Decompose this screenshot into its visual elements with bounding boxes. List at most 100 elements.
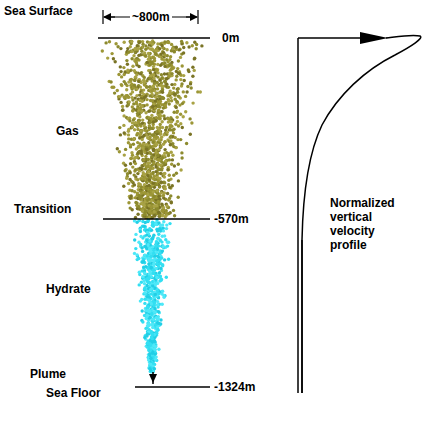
bubble-dot xyxy=(145,278,148,281)
bubble-dot xyxy=(118,95,121,98)
bubble-dot xyxy=(127,133,130,136)
bubble-dot xyxy=(139,243,142,246)
bubble-dot xyxy=(152,171,155,174)
bubble-dot xyxy=(149,250,152,253)
bubble-dot xyxy=(177,163,180,166)
bubble-dot xyxy=(152,318,155,321)
bubble-dot xyxy=(131,125,134,128)
bubble-dot xyxy=(133,78,136,81)
bubble-dot xyxy=(131,154,134,157)
bubble-dot xyxy=(138,283,141,286)
bubble-dot xyxy=(150,156,153,159)
bubble-dot xyxy=(177,179,180,182)
bubble-dot xyxy=(168,186,171,189)
bubble-dot xyxy=(135,253,138,256)
profile-arrow xyxy=(298,37,370,39)
bubble-dot xyxy=(136,112,139,115)
bubble-dot xyxy=(146,61,149,64)
bubble-dot xyxy=(165,276,168,279)
bubble-dot xyxy=(154,165,157,168)
bubble-dot xyxy=(170,200,173,203)
bubble-dot xyxy=(120,75,123,78)
bubble-dot xyxy=(132,138,135,141)
bubble-dot xyxy=(159,181,162,184)
bubble-dot xyxy=(189,133,192,136)
bubble-dot xyxy=(159,145,162,148)
bubble-dot xyxy=(161,214,164,217)
bubble-dot xyxy=(152,77,155,80)
transition-line xyxy=(103,218,210,220)
bubble-dot xyxy=(183,79,186,82)
bubble-dot xyxy=(152,252,155,255)
bubble-dot xyxy=(177,196,180,199)
bubble-dot xyxy=(191,66,194,69)
bubble-dot xyxy=(154,170,157,173)
bubble-dot xyxy=(157,233,160,236)
bubble-dot xyxy=(147,262,150,265)
bubble-dot xyxy=(132,54,135,57)
bubble-dot xyxy=(175,100,178,103)
bubble-dot xyxy=(186,85,189,88)
bubble-dot xyxy=(182,51,185,54)
sea-floor-line xyxy=(135,386,210,388)
bubble-dot xyxy=(108,40,111,43)
bubble-dot xyxy=(147,184,150,187)
bubble-dot xyxy=(142,225,145,228)
bubble-dot xyxy=(131,109,134,112)
bubble-dot xyxy=(122,185,125,188)
bubble-dot xyxy=(138,167,141,170)
bubble-dot xyxy=(136,178,139,181)
bubble-dot xyxy=(133,137,136,140)
bubble-dot xyxy=(191,101,194,104)
bubble-dot xyxy=(175,172,178,175)
bubble-dot xyxy=(150,335,153,338)
bubble-dot xyxy=(150,164,153,167)
bubble-dot xyxy=(163,117,166,120)
bubble-dot xyxy=(138,142,141,145)
bubble-dot xyxy=(160,209,163,212)
bubble-dot xyxy=(137,151,140,154)
bubble-dot xyxy=(134,121,137,124)
bubble-dot xyxy=(135,59,138,62)
bubble-dot xyxy=(172,145,175,148)
bubble-dot xyxy=(152,262,155,265)
bubble-dot xyxy=(171,47,174,50)
bubble-dot xyxy=(120,83,123,86)
velocity-curve xyxy=(302,35,421,393)
bubble-dot xyxy=(157,317,160,320)
bubble-dot xyxy=(133,69,136,72)
bubble-dot xyxy=(158,141,161,144)
bubble-dot xyxy=(123,73,126,76)
bubble-dot xyxy=(125,177,128,180)
profile-axis xyxy=(297,38,299,393)
bubble-dot xyxy=(131,105,134,108)
bubble-dot xyxy=(165,204,168,207)
bubble-dot xyxy=(158,226,161,229)
bubble-dot xyxy=(168,58,171,61)
bubble-dot xyxy=(141,43,144,46)
depth-label: -1324m xyxy=(214,380,255,394)
bubble-dot xyxy=(151,42,154,45)
bubble-dot xyxy=(155,223,158,226)
bubble-dot xyxy=(137,80,140,83)
bubble-dot xyxy=(164,238,167,241)
bubble-dot xyxy=(124,82,127,85)
bubble-dot xyxy=(143,214,146,217)
bubble-dot xyxy=(158,227,161,230)
dimension-label: ~800m xyxy=(130,10,172,24)
bubble-dot xyxy=(193,57,196,60)
bubble-dot xyxy=(133,173,136,176)
bubble-dot xyxy=(150,155,153,158)
bubble-dot xyxy=(132,143,135,146)
bubble-dot xyxy=(182,115,185,118)
bubble-dot xyxy=(150,302,153,305)
bubble-dot xyxy=(160,44,163,47)
bubble-dot xyxy=(163,172,166,175)
bubble-dot xyxy=(150,255,153,258)
bubble-dot xyxy=(134,168,137,171)
bubble-dot xyxy=(137,54,140,57)
bubble-dot xyxy=(151,62,154,65)
bubble-dot xyxy=(119,101,122,104)
bubble-dot xyxy=(161,76,164,79)
bubble-dot xyxy=(173,111,176,114)
